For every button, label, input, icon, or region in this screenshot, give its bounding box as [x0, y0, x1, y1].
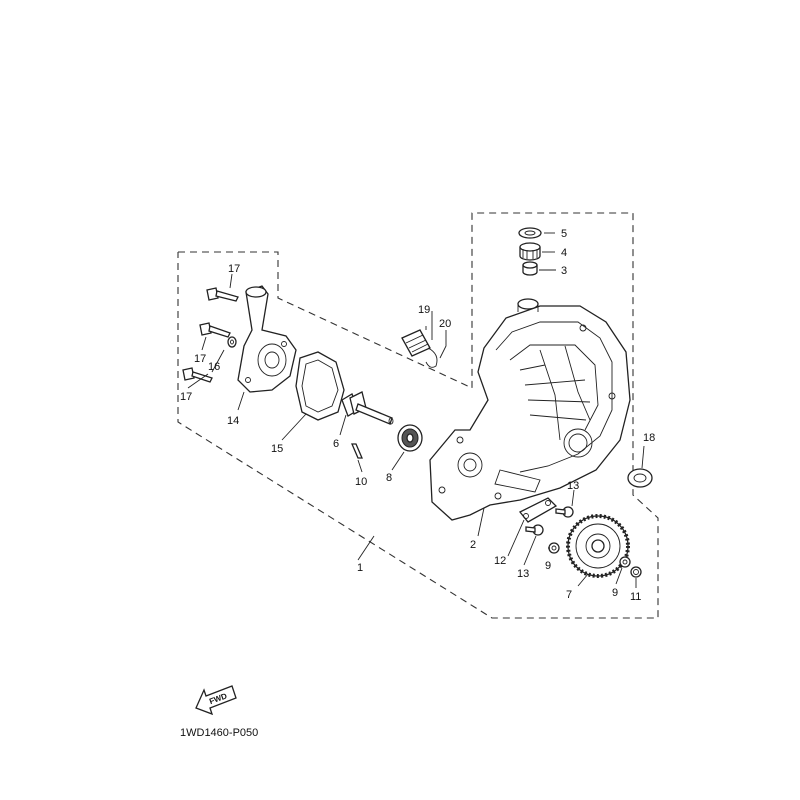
leader-lines — [187, 232, 645, 588]
callout-13-upper: 13 — [567, 480, 579, 492]
callout-2: 2 — [470, 539, 476, 551]
callout-15: 15 — [271, 443, 283, 455]
washer-16 — [227, 336, 237, 348]
gasket-15 — [295, 351, 345, 421]
callout-5: 5 — [561, 228, 567, 240]
assembly-boundary — [177, 212, 659, 619]
needle-bearing-4 — [519, 242, 541, 261]
diagram-code: 1WD1460-P050 — [180, 727, 258, 739]
screw-13-upper — [555, 506, 574, 518]
callout-7: 7 — [566, 589, 572, 601]
callout-13-lower: 13 — [517, 568, 529, 580]
collar-3 — [522, 261, 538, 276]
gear-7 — [566, 514, 630, 578]
callout-11: 11 — [630, 591, 641, 603]
callout-labels: 1 2 3 4 5 6 7 8 9 9 10 11 12 13 13 14 15… — [180, 228, 655, 603]
impeller-shaft-6 — [341, 391, 394, 425]
bolt-17-top — [206, 287, 239, 302]
callout-17-bottom: 17 — [180, 391, 192, 403]
callout-20: 20 — [439, 318, 451, 330]
callout-6: 6 — [333, 438, 339, 450]
oil-seal-18 — [627, 468, 653, 488]
plate-12 — [518, 497, 558, 523]
callout-17-top: 17 — [228, 263, 240, 275]
pump-housing-14 — [237, 285, 297, 393]
pin-10 — [351, 443, 363, 459]
callout-17-middle: 17 — [194, 353, 206, 365]
callout-9-lower: 9 — [612, 587, 618, 599]
forward-direction-arrow: FWD — [195, 685, 237, 716]
circlip-11 — [630, 566, 642, 578]
circlip-20 — [425, 347, 438, 368]
screw-13-lower — [525, 524, 544, 536]
bearing-8 — [397, 424, 423, 452]
callout-19: 19 — [418, 304, 430, 316]
callout-9-upper: 9 — [545, 560, 551, 572]
crankcase-cover — [429, 298, 631, 521]
callout-4: 4 — [561, 247, 567, 259]
oil-seal-5 — [518, 227, 542, 239]
callout-8: 8 — [386, 472, 392, 484]
callout-16: 16 — [208, 361, 220, 373]
washer-9-upper — [548, 542, 560, 554]
callout-14: 14 — [227, 415, 239, 427]
bolt-17-middle — [199, 322, 231, 338]
callout-18: 18 — [643, 432, 655, 444]
callout-10: 10 — [355, 476, 367, 488]
callout-12: 12 — [494, 555, 506, 567]
washer-9-lower — [619, 556, 631, 568]
callout-1: 1 — [357, 562, 363, 574]
oil-seal-19 — [401, 329, 431, 357]
callout-3: 3 — [561, 265, 567, 277]
